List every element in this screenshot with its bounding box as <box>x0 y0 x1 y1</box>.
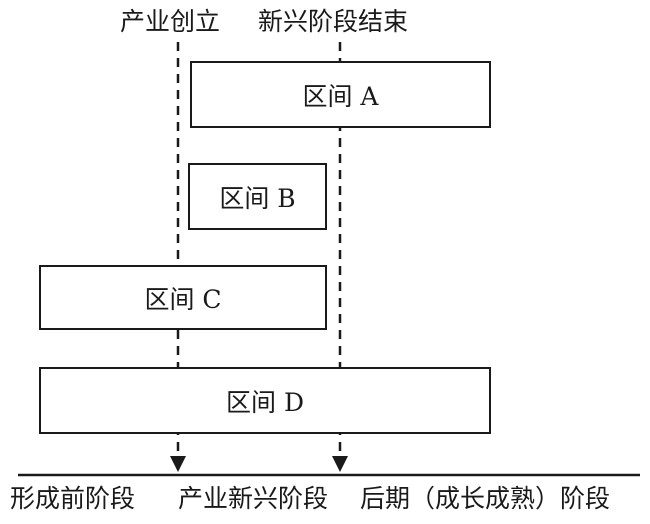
interval-c-box: 区间 C <box>39 265 327 330</box>
interval-d-label: 区间 D <box>226 387 304 417</box>
interval-b-label: 区间 B <box>219 183 296 213</box>
stage-later-label: 后期（成长成熟）阶段 <box>360 484 611 513</box>
founding-arrowhead <box>170 456 186 472</box>
founding-label: 产业创立 <box>120 7 221 36</box>
interval-d-box: 区间 D <box>39 367 491 434</box>
stage-emerging-label: 产业新兴阶段 <box>178 484 329 513</box>
stage-pre-formation-label: 形成前阶段 <box>10 484 136 513</box>
emerging-end-label: 新兴阶段结束 <box>258 7 409 36</box>
emerging-end-arrowhead <box>332 456 348 472</box>
interval-b-box: 区间 B <box>188 163 327 230</box>
interval-a-box: 区间 A <box>190 61 491 128</box>
interval-c-label: 区间 C <box>144 284 222 314</box>
interval-a-label: 区间 A <box>302 81 379 111</box>
